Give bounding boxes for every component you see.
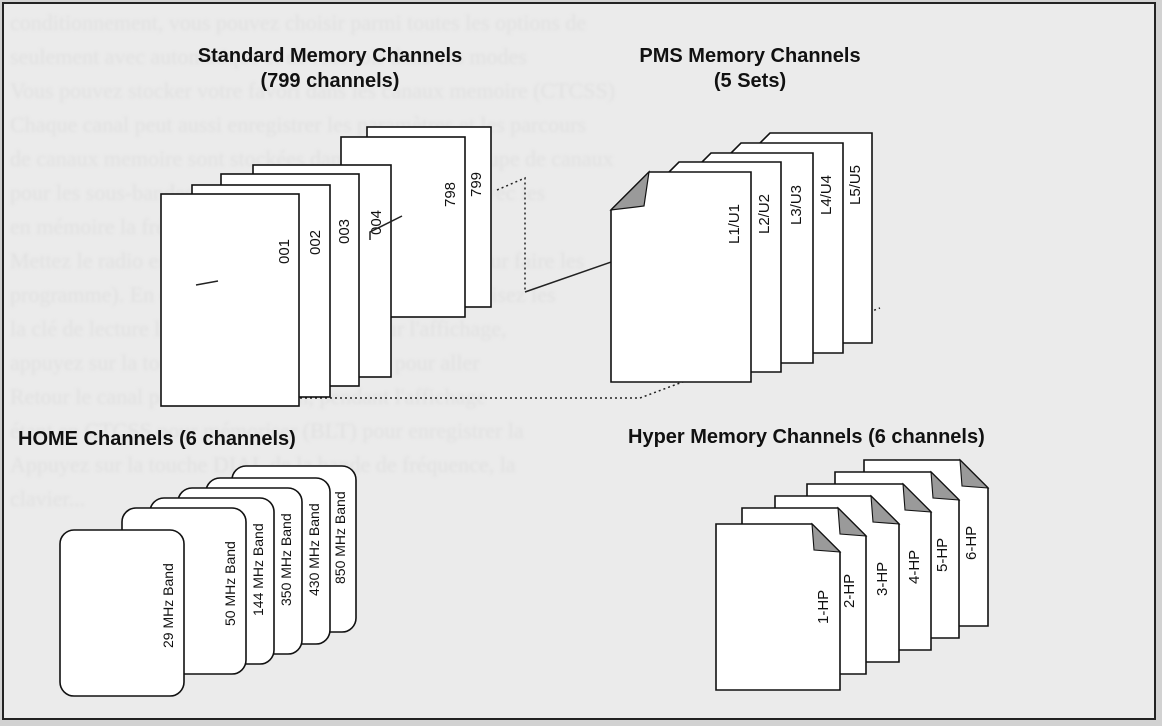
home-channel-label: 850 MHz Band xyxy=(332,491,348,584)
home-channel-label: 430 MHz Band xyxy=(306,503,322,596)
standard-title-line1: Standard Memory Channels xyxy=(197,45,463,67)
hyper-channel-label: 5-HP xyxy=(934,538,951,572)
connector-standard-inner xyxy=(369,215,403,240)
standard-channel-label: 001 xyxy=(276,239,293,264)
standard-channel-label: 002 xyxy=(307,230,324,255)
pms-title-line1: PMS Memory Channels xyxy=(639,45,861,67)
folded-corner xyxy=(837,506,868,537)
home-title: HOME Channels (6 channels) xyxy=(18,428,296,450)
card-outline xyxy=(160,193,300,407)
hyper-channel-label: 4-HP xyxy=(906,550,923,584)
pms-title-line2: (5 Sets) xyxy=(713,70,787,92)
hyper-channel-label: 1-HP xyxy=(815,590,832,624)
hyper-channel-label: 6-HP xyxy=(963,526,980,560)
pms-folded-corner xyxy=(609,170,650,211)
home-channel-label: 350 MHz Band xyxy=(278,513,294,606)
folded-corner xyxy=(811,522,842,553)
folded-corner xyxy=(930,470,961,501)
pms-channel-label: L3/U3 xyxy=(788,185,805,225)
home-channel-label: 144 MHz Band xyxy=(250,523,266,616)
folded-corner xyxy=(902,482,933,513)
home-channel-label: 50 MHz Band xyxy=(222,541,238,626)
pms-title: PMS Memory Channels (5 Sets) xyxy=(590,44,910,94)
pms-channel-label: L4/U4 xyxy=(818,175,835,215)
home-channel-label: 29 MHz Band xyxy=(160,563,176,648)
standard-title: Standard Memory Channels (799 channels) xyxy=(150,44,510,94)
standard-channel-card: 001 xyxy=(160,193,300,407)
connector-dashed-bottom xyxy=(189,293,881,399)
hyper-channel-card: 1-HP xyxy=(715,522,842,691)
pms-channel-label: L1/U1 xyxy=(726,204,743,244)
hyper-channel-label: 2-HP xyxy=(841,574,858,608)
connector-dashed-top xyxy=(496,176,526,292)
standard-channel-label: 799 xyxy=(468,172,485,197)
card-outline xyxy=(715,523,841,691)
pms-channel-label: L5/U5 xyxy=(847,165,864,205)
pms-channel-label: L2/U2 xyxy=(756,194,773,234)
home-channel-card: 29 MHz Band xyxy=(59,529,185,697)
hyper-channel-label: 3-HP xyxy=(874,562,891,596)
standard-title-line2: (799 channels) xyxy=(260,70,400,92)
connector-standard-left xyxy=(195,280,219,286)
standard-channel-label: 004 xyxy=(368,210,385,235)
standard-channel-label: 798 xyxy=(442,182,459,207)
folded-corner xyxy=(870,494,901,525)
folded-corner xyxy=(959,458,990,489)
standard-channel-label: 003 xyxy=(336,219,353,244)
card-outline xyxy=(59,529,185,697)
hyper-title: Hyper Memory Channels (6 channels) xyxy=(628,426,985,448)
